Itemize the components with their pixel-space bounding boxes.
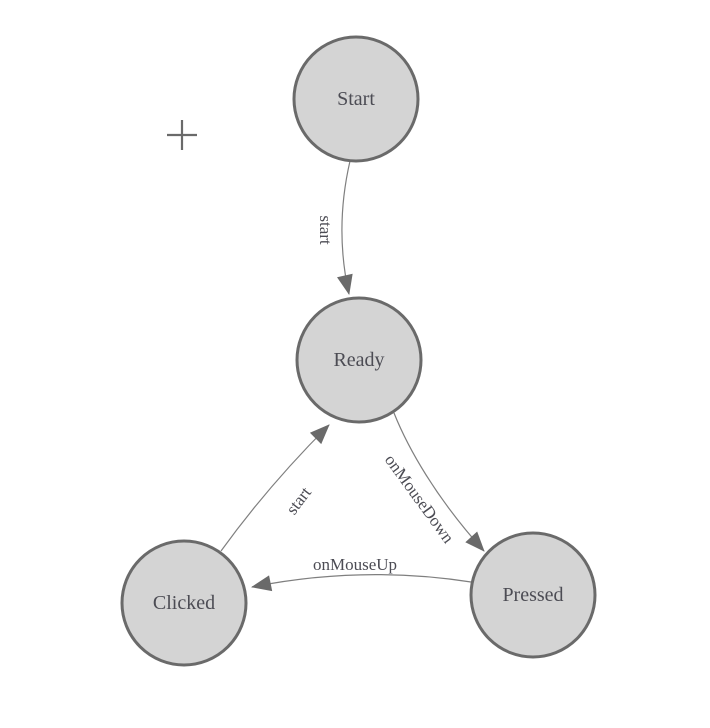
edge-label-start-left: start (282, 483, 315, 518)
node-ready[interactable]: Ready (295, 296, 423, 424)
node-start-label: Start (337, 88, 375, 110)
edge-label-start-top: start (316, 215, 335, 245)
node-pressed-circle[interactable] (469, 531, 597, 659)
node-ready-circle[interactable] (295, 296, 423, 424)
edge-ready-to-pressed[interactable] (393, 412, 485, 552)
node-pressed[interactable]: Pressed (469, 531, 597, 659)
node-clicked[interactable]: Clicked (120, 539, 248, 667)
plus-crosshair-icon (167, 120, 197, 150)
edge-label-onmouseup: onMouseUp (313, 555, 397, 574)
node-pressed-label: Pressed (502, 584, 563, 606)
edge-clicked-to-ready[interactable] (220, 424, 330, 552)
node-clicked-label: Clicked (153, 592, 215, 614)
node-start-circle[interactable] (292, 35, 420, 163)
node-ready-label: Ready (333, 349, 384, 371)
node-start[interactable]: Start (292, 35, 420, 163)
node-clicked-circle[interactable] (120, 539, 248, 667)
edge-start-to-ready[interactable] (337, 160, 353, 295)
edge-pressed-to-clicked[interactable] (251, 574, 472, 592)
